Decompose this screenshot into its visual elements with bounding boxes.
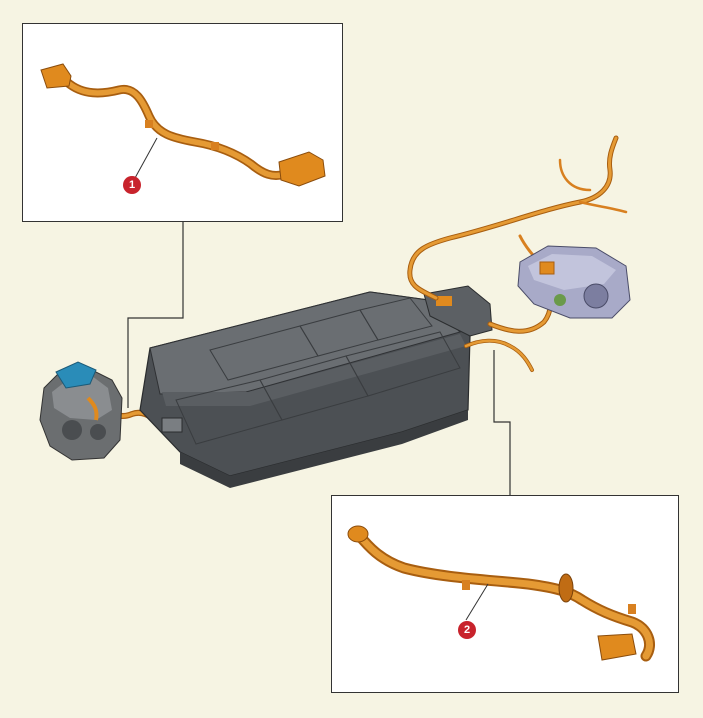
connector-bottom-right-icon [597,633,637,661]
leader-line-2 [493,350,511,497]
callout-box-1: 1 [22,23,343,222]
leader-line-1 [127,222,184,408]
callout-marker-1: 1 [123,176,141,194]
cable-1-detail [40,63,326,187]
cable-2-detail [347,525,655,662]
flange-icon [558,573,574,603]
battery-pack-icon [139,291,471,488]
callout-marker-2: 2 [458,621,476,639]
leader-lines [127,222,511,497]
connector-top-left-icon [347,525,369,543]
rear-motor-icon [517,245,631,319]
connector-right-icon [278,151,326,187]
callout-box-2: 2 [331,495,679,693]
connector-left-icon [40,63,72,89]
front-motor-icon [39,361,123,461]
junction-box-icon [423,285,493,337]
